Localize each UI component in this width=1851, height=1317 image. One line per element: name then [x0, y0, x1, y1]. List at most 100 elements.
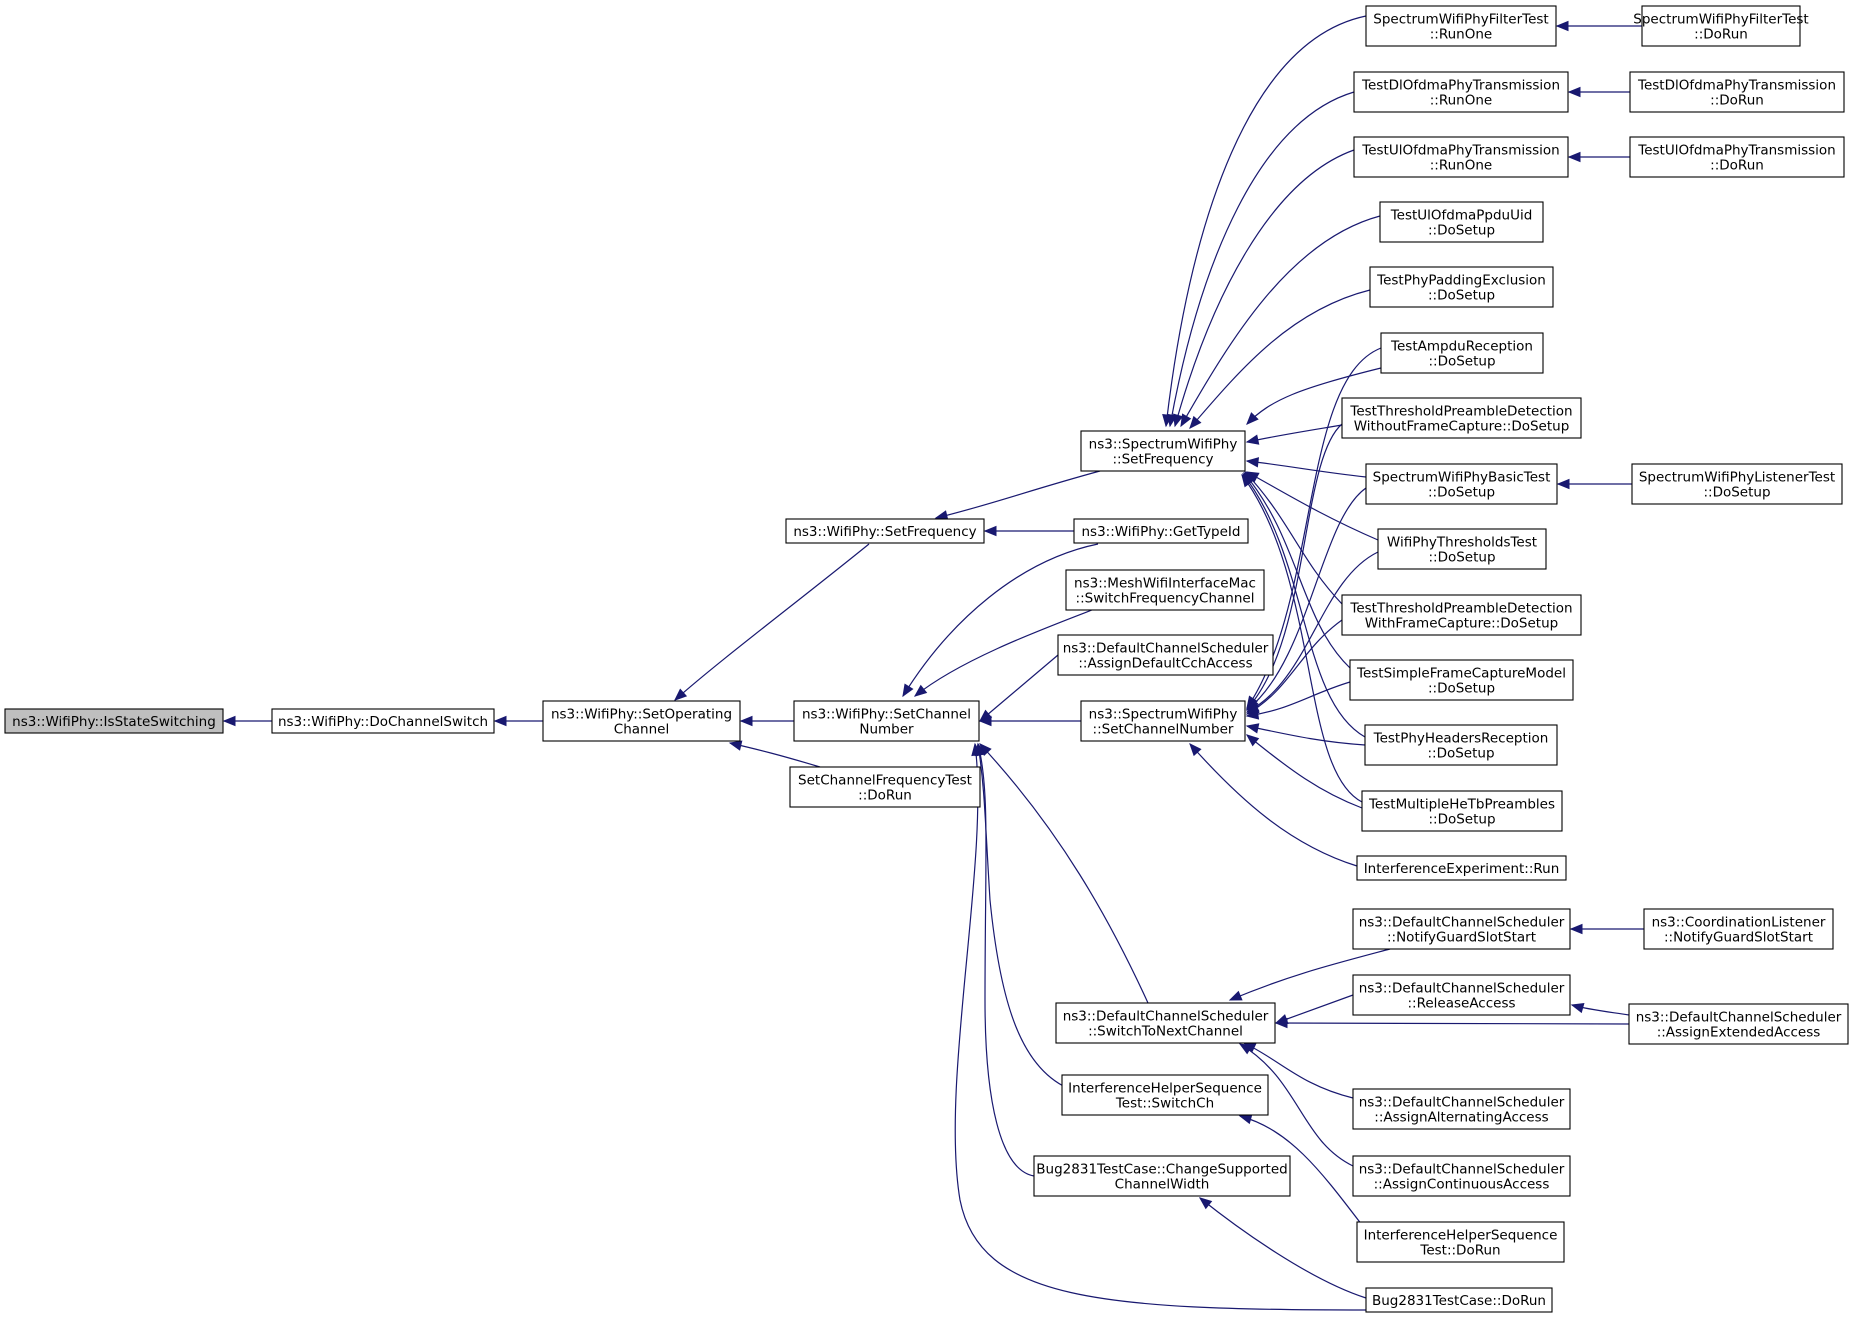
edge-adca-to-wscn — [978, 654, 1059, 722]
node-pad[interactable]: TestPhyPaddingExclusion::DoSetup — [1369, 266, 1554, 308]
node-box — [1352, 1155, 1571, 1197]
node-ampdu[interactable]: TestAmpduReception::DoSetup — [1380, 332, 1544, 374]
node-label: ::DoSetup — [1428, 288, 1495, 304]
edge-arrowhead — [1567, 151, 1581, 163]
node-box — [1379, 201, 1544, 243]
edge-line — [977, 743, 1035, 1177]
node-clng[interactable]: ns3::CoordinationListener::NotifyGuardSl… — [1643, 908, 1834, 950]
edge-sfro-to-ssf — [1162, 15, 1367, 428]
node-scft[interactable]: SetChannelFrequencyTest::DoRun — [789, 766, 981, 808]
edge-stnc-to-wscn — [979, 743, 1149, 1004]
node-box — [1341, 397, 1582, 439]
node-label: ns3::DefaultChannelScheduler — [1359, 1162, 1565, 1178]
node-tpwo[interactable]: TestThresholdPreambleDetectionWithoutFra… — [1341, 397, 1582, 439]
node-box — [1065, 569, 1265, 611]
edge-line — [1246, 460, 1367, 478]
node-stnc[interactable]: ns3::DefaultChannelScheduler::SwitchToNe… — [1055, 1002, 1276, 1044]
node-box — [785, 518, 985, 544]
edge-arrowhead — [913, 684, 928, 697]
node-bdr[interactable]: Bug2831TestCase::DoRun — [1365, 1287, 1553, 1313]
node-ssf[interactable]: ns3::SpectrumWifiPhy::SetFrequency — [1080, 430, 1246, 472]
edge-soc-to-dcs — [493, 715, 543, 727]
node-tpw[interactable]: TestThresholdPreambleDetectionWithFrameC… — [1341, 594, 1582, 636]
node-sscn[interactable]: ns3::SpectrumWifiPhy::SetChannelNumber — [1080, 700, 1246, 742]
node-iexp[interactable]: InterferenceExperiment::Run — [1356, 855, 1567, 881]
node-bcsc[interactable]: Bug2831TestCase::ChangeSupportedChannelW… — [1033, 1155, 1291, 1197]
node-box — [1349, 659, 1574, 701]
node-wscn[interactable]: ns3::WifiPhy::SetChannelNumber — [793, 700, 980, 742]
node-label: SpectrumWifiPhyFilterTest — [1633, 12, 1808, 28]
node-ngss[interactable]: ns3::DefaultChannelScheduler::NotifyGuar… — [1352, 908, 1571, 950]
edge-rel-to-stnc — [1274, 994, 1354, 1024]
edge-line — [1229, 948, 1391, 1001]
node-box — [789, 766, 981, 808]
node-basic[interactable]: SpectrumWifiPhyBasicTest::DoSetup — [1365, 463, 1558, 505]
edge-line — [1174, 149, 1355, 427]
edge-arrowhead — [971, 742, 982, 757]
node-sfdr[interactable]: SpectrumWifiPhyFilterTest::DoRun — [1633, 5, 1809, 47]
node-label: ns3::MeshWifiInterfaceMac — [1074, 576, 1256, 592]
node-listen[interactable]: SpectrumWifiPhyListenerTest::DoSetup — [1631, 463, 1843, 505]
edge-arrowhead — [1569, 923, 1583, 935]
edge-arrowhead — [493, 715, 507, 727]
edge-arrowhead — [978, 715, 992, 727]
node-box — [1353, 71, 1569, 113]
edge-line — [1189, 289, 1371, 429]
call-edges — [222, 15, 1644, 1311]
node-label: ::DoSetup — [1428, 354, 1495, 370]
node-label: TestPhyPaddingExclusion — [1376, 273, 1546, 289]
node-uldr[interactable]: TestUlOfdmaPhyTransmission::DoRun — [1629, 136, 1845, 178]
node-dlro[interactable]: TestDlOfdmaPhyTransmission::RunOne — [1353, 71, 1569, 113]
node-aext[interactable]: ns3::DefaultChannelScheduler::AssignExte… — [1628, 1003, 1849, 1045]
node-box — [1365, 463, 1558, 505]
node-label: ns3::CoordinationListener — [1652, 915, 1826, 931]
node-hdr[interactable]: TestPhyHeadersReception::DoSetup — [1364, 724, 1558, 766]
node-acont[interactable]: ns3::DefaultChannelScheduler::AssignCont… — [1352, 1155, 1571, 1197]
edge-sfdr-to-sfro — [1555, 20, 1642, 32]
node-label: ::AssignContinuousAccess — [1374, 1177, 1550, 1193]
node-adca[interactable]: ns3::DefaultChannelScheduler::AssignDefa… — [1057, 634, 1274, 676]
node-box — [1057, 634, 1274, 676]
node-label: ns3::WifiPhy::GetTypeId — [1081, 524, 1240, 540]
node-label: ::RunOne — [1430, 27, 1492, 43]
edge-iexp-to-sscn — [1189, 743, 1358, 867]
node-wsf[interactable]: ns3::WifiPhy::SetFrequency — [785, 518, 985, 544]
node-label: ns3::DefaultChannelScheduler — [1063, 641, 1269, 657]
edge-line — [1239, 1115, 1363, 1226]
edge-ulro-to-ssf — [1173, 149, 1355, 428]
node-aalt[interactable]: ns3::DefaultChannelScheduler::AssignAlte… — [1352, 1088, 1571, 1130]
edge-pad-to-ssf — [1189, 289, 1371, 430]
edge-mesh-to-wscn — [913, 609, 1093, 697]
node-label: InterferenceExperiment::Run — [1364, 861, 1560, 877]
edge-arrowhead — [1180, 413, 1192, 428]
edge-arrowhead — [739, 715, 753, 727]
node-label: ::ReleaseAccess — [1407, 996, 1515, 1012]
node-box — [542, 700, 741, 742]
node-mesh[interactable]: ns3::MeshWifiInterfaceMac::SwitchFrequen… — [1065, 569, 1265, 611]
node-sfro[interactable]: SpectrumWifiPhyFilterTest::RunOne — [1365, 5, 1557, 47]
node-sfcm[interactable]: TestSimpleFrameCaptureModel::DoSetup — [1349, 659, 1574, 701]
node-ulro[interactable]: TestUlOfdmaPhyTransmission::RunOne — [1353, 136, 1569, 178]
edge-basic-to-ssf — [1245, 457, 1367, 478]
node-dcs[interactable]: ns3::WifiPhy::DoChannelSwitch — [271, 708, 495, 734]
node-mhe[interactable]: TestMultipleHeTbPreambles::DoSetup — [1361, 790, 1563, 832]
node-label: InterferenceHelperSequence — [1068, 1081, 1262, 1097]
edge-line — [1242, 473, 1366, 738]
node-rel[interactable]: ns3::DefaultChannelScheduler::ReleaseAcc… — [1352, 974, 1571, 1016]
node-thr[interactable]: WifiPhyThresholdsTest::DoSetup — [1377, 528, 1547, 570]
node-box — [4, 708, 224, 734]
node-label: ns3::DefaultChannelScheduler — [1359, 981, 1565, 997]
node-label: TestUlOfdmaPhyTransmission — [1361, 143, 1559, 159]
edge-arrowhead — [1274, 1017, 1288, 1029]
node-isss[interactable]: ns3::WifiPhy::IsStateSwitching — [4, 708, 224, 734]
node-gti[interactable]: ns3::WifiPhy::GetTypeId — [1073, 518, 1249, 544]
node-ppdu[interactable]: TestUlOfdmaPpduUid::DoSetup — [1379, 201, 1544, 243]
edge-arrowhead — [1245, 457, 1260, 468]
edge-line — [1275, 1022, 1630, 1025]
node-dldr[interactable]: TestDlOfdmaPhyTransmission::DoRun — [1629, 71, 1845, 113]
node-label: SpectrumWifiPhyFilterTest — [1373, 12, 1548, 28]
node-label: ns3::SpectrumWifiPhy — [1089, 437, 1238, 453]
